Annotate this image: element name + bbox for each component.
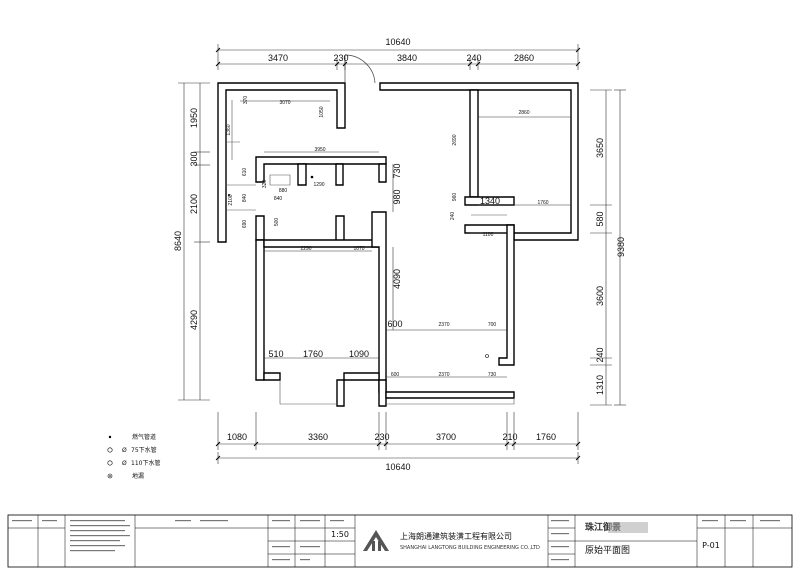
dim-int-730: 730 — [392, 163, 402, 178]
pipe-symbol — [228, 194, 230, 196]
drawing-title: 原始平面图 — [585, 544, 630, 556]
legend-gas-dot — [108, 435, 112, 439]
title-block: 上海朗通建筑装潢工程有限公司 SHANGHAI LANGTONG BUILDIN… — [7, 514, 793, 568]
dim-int-320: 320 — [262, 180, 268, 189]
dim-int-1070: 1070 — [353, 246, 364, 252]
dim-int-510: 510 — [268, 349, 283, 359]
legend-gas-label: 燃气管道 — [132, 433, 156, 441]
dim-int-730b: 730 — [488, 372, 497, 378]
dim-right-5: 1310 — [595, 375, 605, 395]
dim-top-2: 230 — [333, 53, 348, 63]
dim-left-total: 8640 — [173, 231, 183, 251]
dim-int-240: 240 — [450, 212, 456, 221]
dim-right-3: 3600 — [595, 286, 605, 306]
thin-lines — [226, 100, 515, 405]
dim-left-1: 1950 — [189, 108, 199, 128]
dim-int-1100: 1100 — [483, 232, 494, 238]
dim-int-600: 600 — [387, 319, 402, 329]
dim-right-2: 580 — [595, 211, 605, 226]
dim-right-4: 240 — [595, 347, 605, 362]
dim-top-1: 3470 — [268, 53, 288, 63]
legend-pipe110-ø: Ø — [122, 460, 127, 467]
dim-int-1340: 1340 — [480, 196, 500, 206]
legend-pipe110-label: 110下水管 — [131, 459, 160, 467]
dim-int-880: 880 — [279, 188, 288, 194]
dim-int-610: 610 — [242, 168, 248, 177]
dim-int-3950: 3950 — [314, 147, 325, 153]
dim-int-1360: 1360 — [226, 124, 232, 135]
legend-drain-label: 地漏 — [132, 472, 144, 480]
legend: 燃气管道 Ø 75下水管 Ø 110下水管 地漏 — [107, 433, 160, 480]
dim-bottom-4: 3700 — [436, 432, 456, 442]
dim-bottom-total: 10640 — [385, 462, 410, 472]
dim-int-840: 840 — [274, 196, 283, 202]
dim-int-1760: 1760 — [537, 200, 548, 206]
dim-int-4090: 4090 — [392, 269, 402, 289]
dim-bottom-2: 3360 — [308, 432, 328, 442]
dim-right-total: 9380 — [616, 237, 626, 257]
dim-bottom-6: 1760 — [536, 432, 556, 442]
legend-drain-icon-dot — [109, 475, 111, 477]
dimension-labels: 10640 3470 230 3840 240 2860 1080 3360 2… — [173, 37, 626, 472]
company-name-en: SHANGHAI LANGTONG BUILDING ENGINEERING C… — [400, 545, 540, 551]
fixtures — [228, 175, 489, 358]
legend-pipe110-icon — [107, 460, 113, 466]
legend-pipe75-icon — [107, 447, 113, 453]
dim-int-690: 690 — [242, 220, 248, 229]
dim-int-840b: 840 — [242, 194, 248, 203]
dim-int-980: 980 — [392, 189, 402, 204]
project-name-mask — [608, 522, 648, 533]
dim-left-4: 4290 — [189, 310, 199, 330]
dim-int-1090: 1090 — [349, 349, 369, 359]
scale-value: 1:50 — [331, 530, 349, 539]
pipe-symbol-2 — [485, 354, 489, 358]
dim-int-600b: 600 — [391, 372, 400, 378]
dim-int-1290: 1290 — [313, 182, 324, 188]
dim-left-3: 2100 — [189, 194, 199, 214]
dim-left-2: 300 — [189, 151, 199, 166]
legend-pipe75-ø: Ø — [122, 447, 127, 454]
dim-bottom-1: 1080 — [227, 432, 247, 442]
dim-int-2370: 2370 — [438, 322, 449, 328]
dim-int-2290: 2290 — [300, 246, 311, 252]
dim-top-4: 240 — [466, 53, 481, 63]
drawing-number: P-01 — [702, 541, 720, 550]
dim-bottom-3: 230 — [374, 432, 389, 442]
drain-symbol — [310, 175, 314, 179]
dim-int-960: 960 — [452, 193, 458, 202]
dim-top-5: 2860 — [514, 53, 534, 63]
company-logo — [363, 530, 389, 551]
dim-right-1: 3650 — [595, 138, 605, 158]
dim-int-3070: 3070 — [279, 100, 290, 106]
legend-pipe75-label: 75下水管 — [131, 446, 157, 454]
dim-top-total: 10640 — [385, 37, 410, 47]
dim-int-700: 700 — [488, 322, 497, 328]
dimension-lines — [178, 44, 626, 464]
dim-int-1050: 1050 — [319, 106, 325, 117]
dim-int-2370b: 2370 — [438, 372, 449, 378]
company-name-cn: 上海朗通建筑装潢工程有限公司 — [400, 531, 512, 541]
dim-int-1760b: 1760 — [303, 349, 323, 359]
entry-door — [344, 54, 376, 84]
dim-bottom-5: 210 — [502, 432, 517, 442]
dimension-ticks — [215, 47, 581, 461]
dim-int-500: 500 — [274, 218, 280, 227]
dim-int-2860: 2860 — [518, 110, 529, 116]
dim-int-2100: 2100 — [228, 194, 234, 205]
legend-drain-icon — [107, 473, 113, 479]
dim-int-370: 370 — [243, 96, 249, 105]
dim-int-2690: 2690 — [452, 134, 458, 145]
dim-top-3: 3840 — [397, 53, 417, 63]
